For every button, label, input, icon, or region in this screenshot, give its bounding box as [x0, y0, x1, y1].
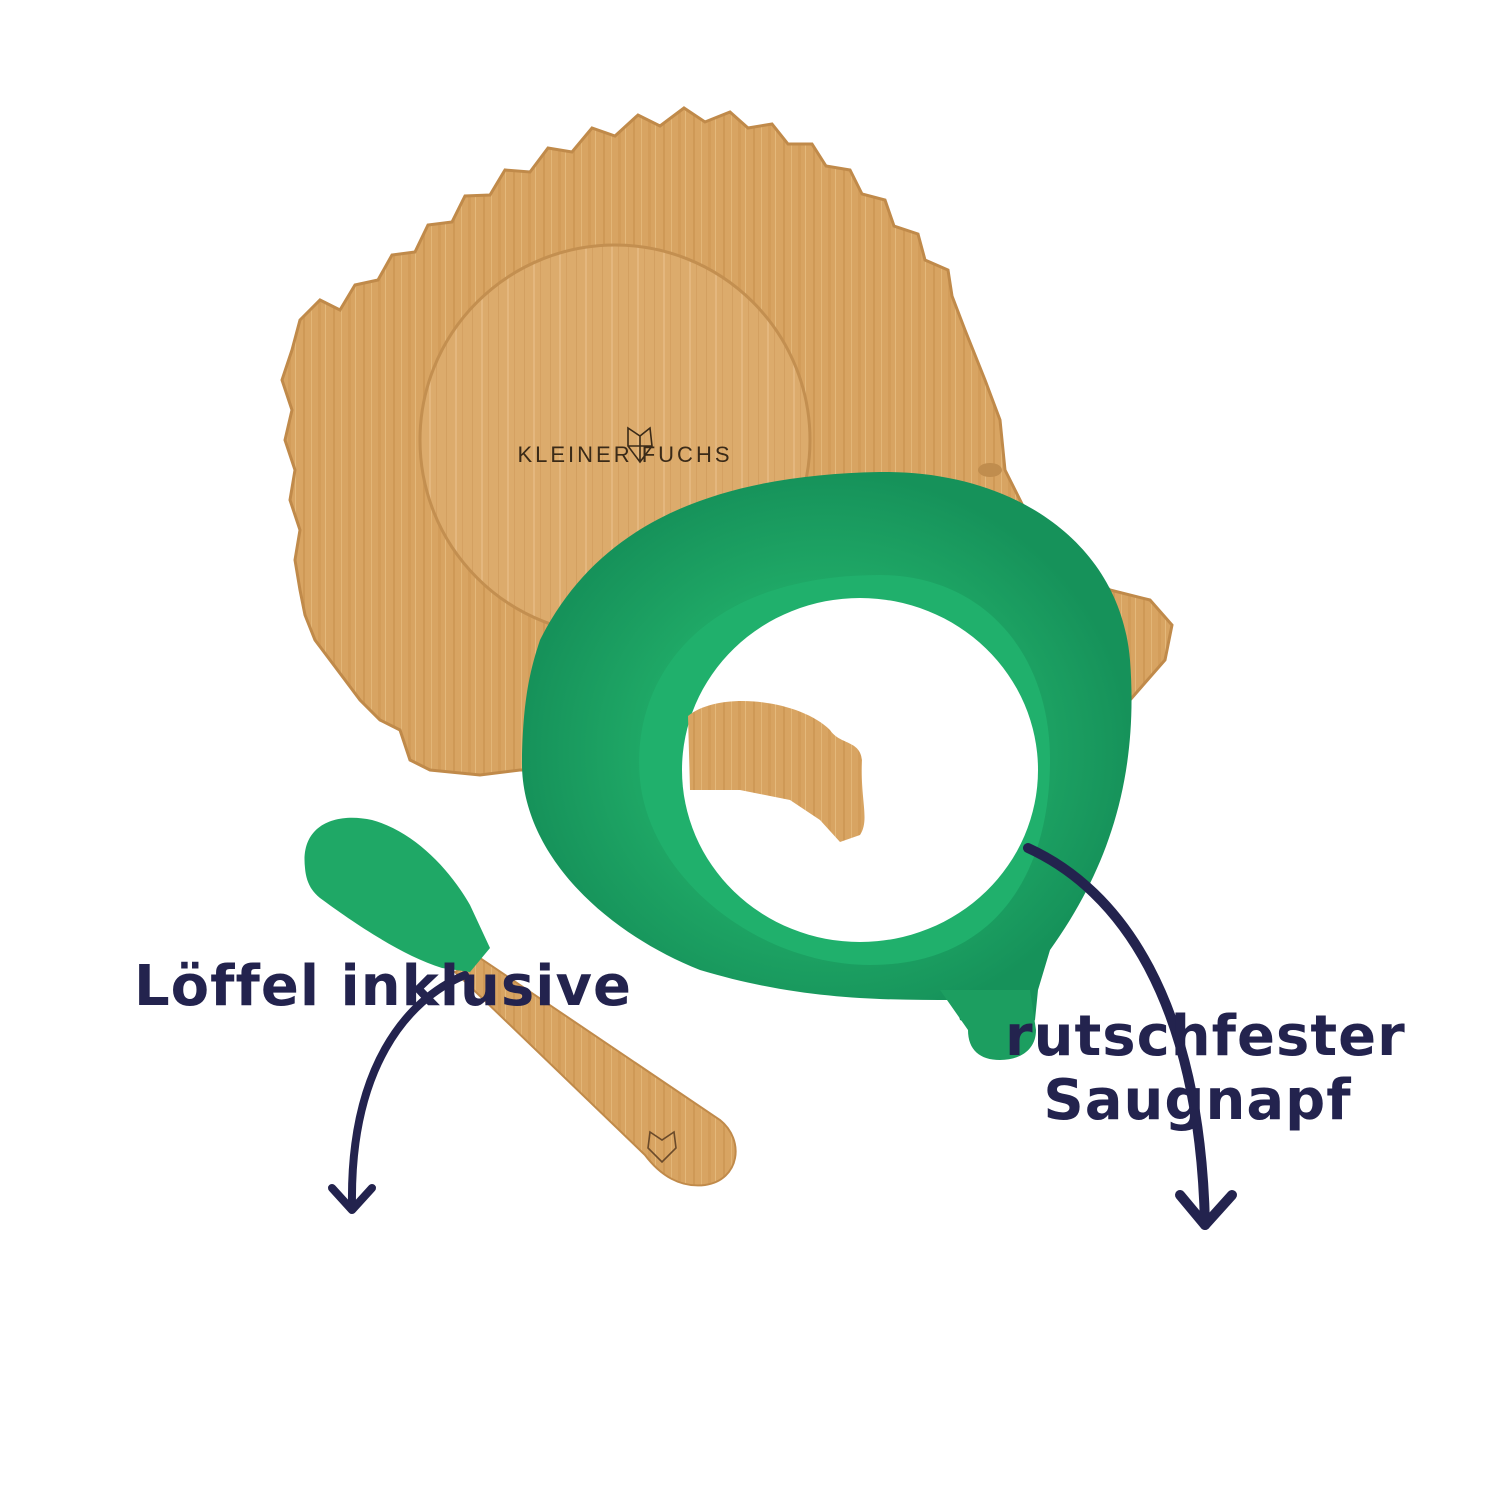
- arrow-to-suction-caption: [1023, 843, 1237, 1230]
- suction-ring: [521, 471, 1132, 1060]
- spoon-handle: [453, 956, 737, 1187]
- suction-caption-line1: rutschfester: [1005, 1004, 1406, 1069]
- spoon-fox-icon: [647, 1130, 677, 1164]
- plate-logo-text: KLEINER FUCHS: [517, 442, 732, 467]
- suction-tab: [940, 990, 1036, 1060]
- suction-caption: rutschfester Saugnapf: [1005, 1004, 1406, 1133]
- fox-icon: [627, 426, 653, 464]
- spoon: [304, 817, 737, 1187]
- curved-arrow-left-icon: [347, 971, 469, 1209]
- hedgehog-eye: [978, 463, 1002, 477]
- spoon-caption: Löffel inklusive: [134, 954, 632, 1019]
- arrowhead-right-icon: [1175, 1190, 1237, 1230]
- curved-arrow-right-icon: [1023, 843, 1210, 1230]
- spoon-head: [304, 817, 490, 972]
- suction-caption-line2: Saugnapf: [1043, 1068, 1352, 1133]
- plate-logo: KLEINER FUCHS: [517, 426, 732, 467]
- plate-foot-through-hole: [688, 701, 865, 842]
- arrowhead-left-icon: [328, 1184, 376, 1214]
- arrow-to-spoon-caption: [328, 971, 469, 1214]
